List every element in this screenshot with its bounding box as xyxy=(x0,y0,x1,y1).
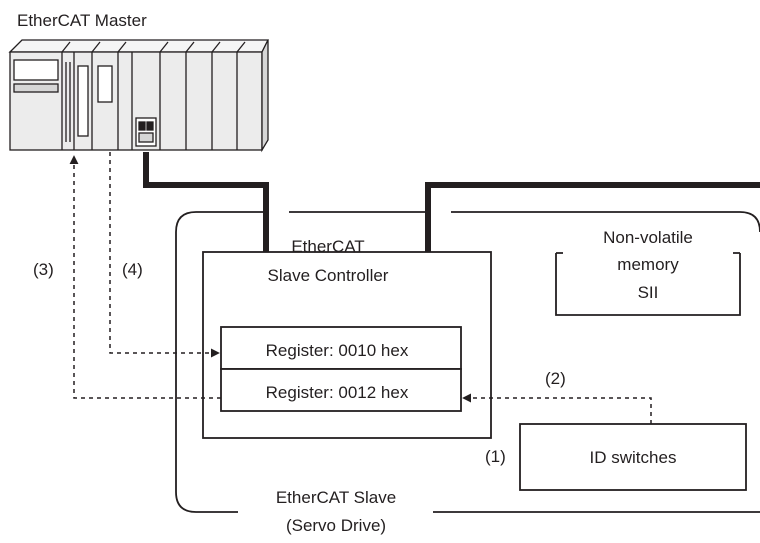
register-0012-box xyxy=(220,368,462,412)
sii-line3: SII xyxy=(638,283,659,302)
step4-label: (4) xyxy=(122,260,143,279)
step2-arrow xyxy=(462,393,652,424)
register-0010-box xyxy=(220,326,462,370)
register-0010-label: Register: 0010 hex xyxy=(266,341,409,360)
ethercat-cable-out xyxy=(425,182,760,252)
slave-label-line1: EtherCAT Slave xyxy=(276,488,396,507)
step3-label: (3) xyxy=(33,260,54,279)
master-label: EtherCAT Master xyxy=(17,11,147,30)
id-switches-label: ID switches xyxy=(590,448,677,467)
step2-label: (2) xyxy=(545,369,566,388)
id-switches-box xyxy=(519,423,747,491)
step1-label: (1) xyxy=(485,447,506,466)
controller-label-line1: EtherCAT xyxy=(291,237,364,256)
controller-label-line2: Slave Controller xyxy=(268,266,389,285)
sii-bracket xyxy=(555,252,741,316)
slave-label-line2: (Servo Drive) xyxy=(286,516,386,535)
register-0012-label: Register: 0012 hex xyxy=(266,383,409,402)
step4-arrow xyxy=(109,152,220,358)
slave-boundary xyxy=(175,211,760,513)
sii-line1: Non-volatile xyxy=(603,228,693,247)
plc-icon xyxy=(8,39,270,153)
ethercat-cable-master xyxy=(143,152,269,252)
sii-line2: memory xyxy=(617,255,679,274)
step3-arrow xyxy=(69,155,221,399)
